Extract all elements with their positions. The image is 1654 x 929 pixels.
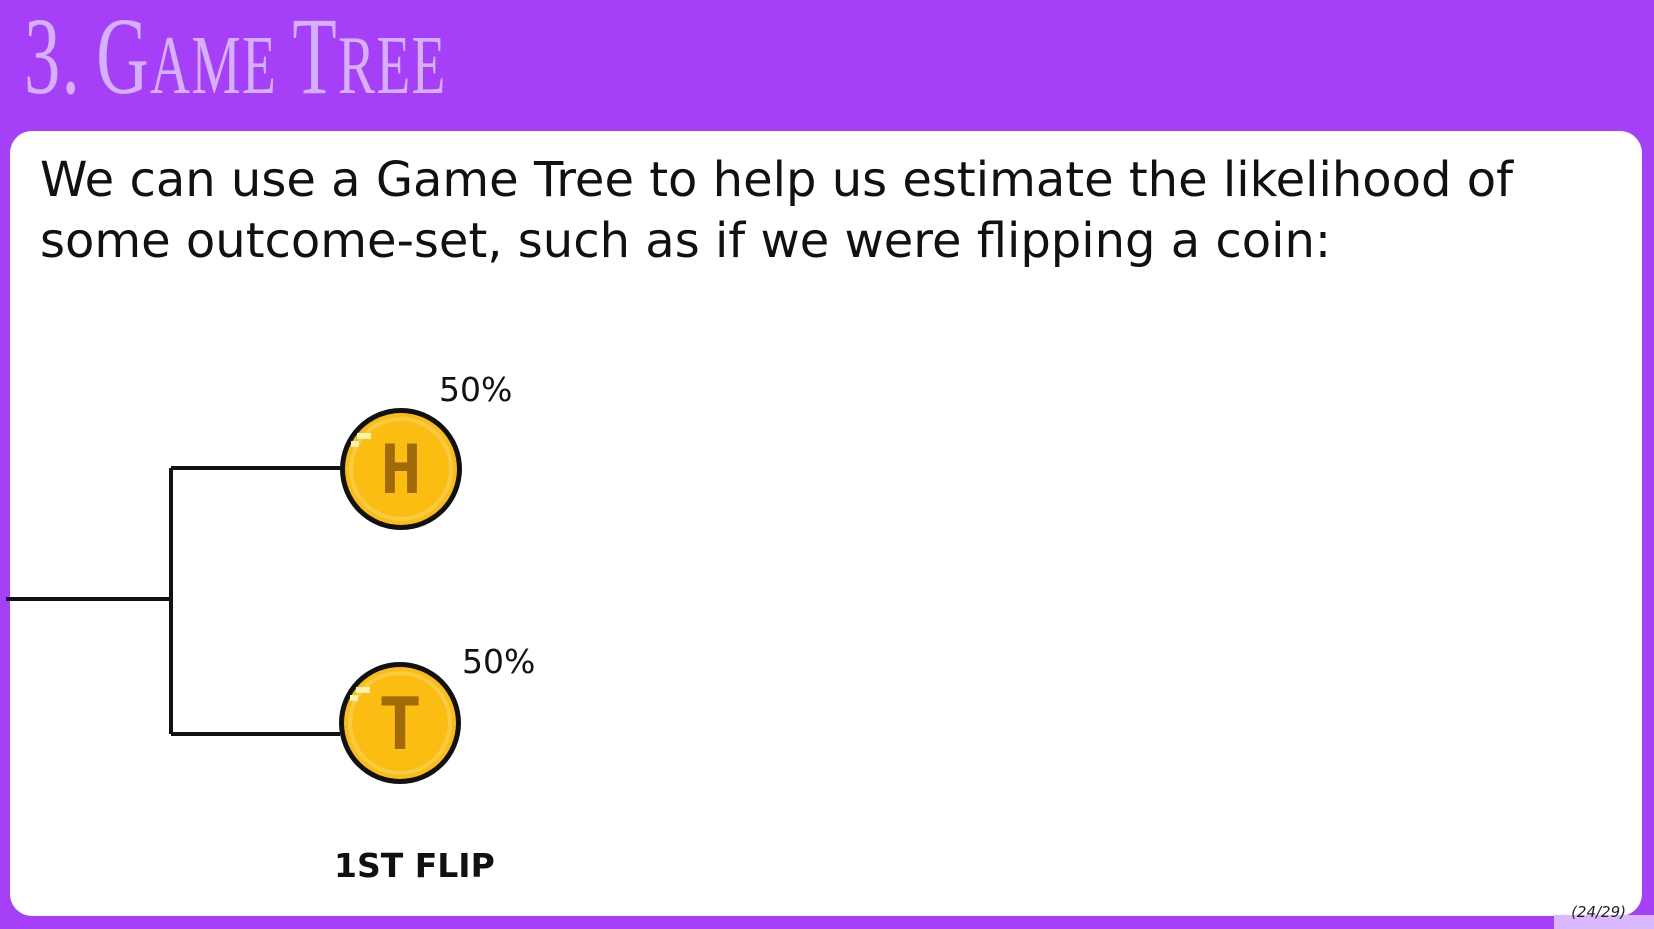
title-initial-g: G xyxy=(96,0,151,117)
title-initial-t: T xyxy=(292,0,339,117)
heads-coin-letter: H xyxy=(381,431,422,510)
tree-branches xyxy=(6,466,340,736)
heads-probability: 50% xyxy=(439,370,513,409)
tails-probability: 50% xyxy=(462,642,536,681)
tails-coin-letter: T xyxy=(378,682,421,766)
content-panel xyxy=(10,131,1642,916)
title-rest-game: AME xyxy=(150,19,278,112)
title-rest-tree: REE xyxy=(338,19,447,112)
tails-coin-icon: T xyxy=(339,662,461,784)
intro-paragraph: We can use a Game Tree to help us estima… xyxy=(40,152,1513,269)
title-number: 3. xyxy=(24,0,82,117)
slide-title: 3. GAME TREE xyxy=(24,1,447,116)
page-number: (24/29) xyxy=(1571,903,1626,921)
corner-tab xyxy=(1554,915,1654,929)
heads-coin-icon: H xyxy=(340,408,462,530)
first-flip-label: 1ST FLIP xyxy=(334,846,495,885)
